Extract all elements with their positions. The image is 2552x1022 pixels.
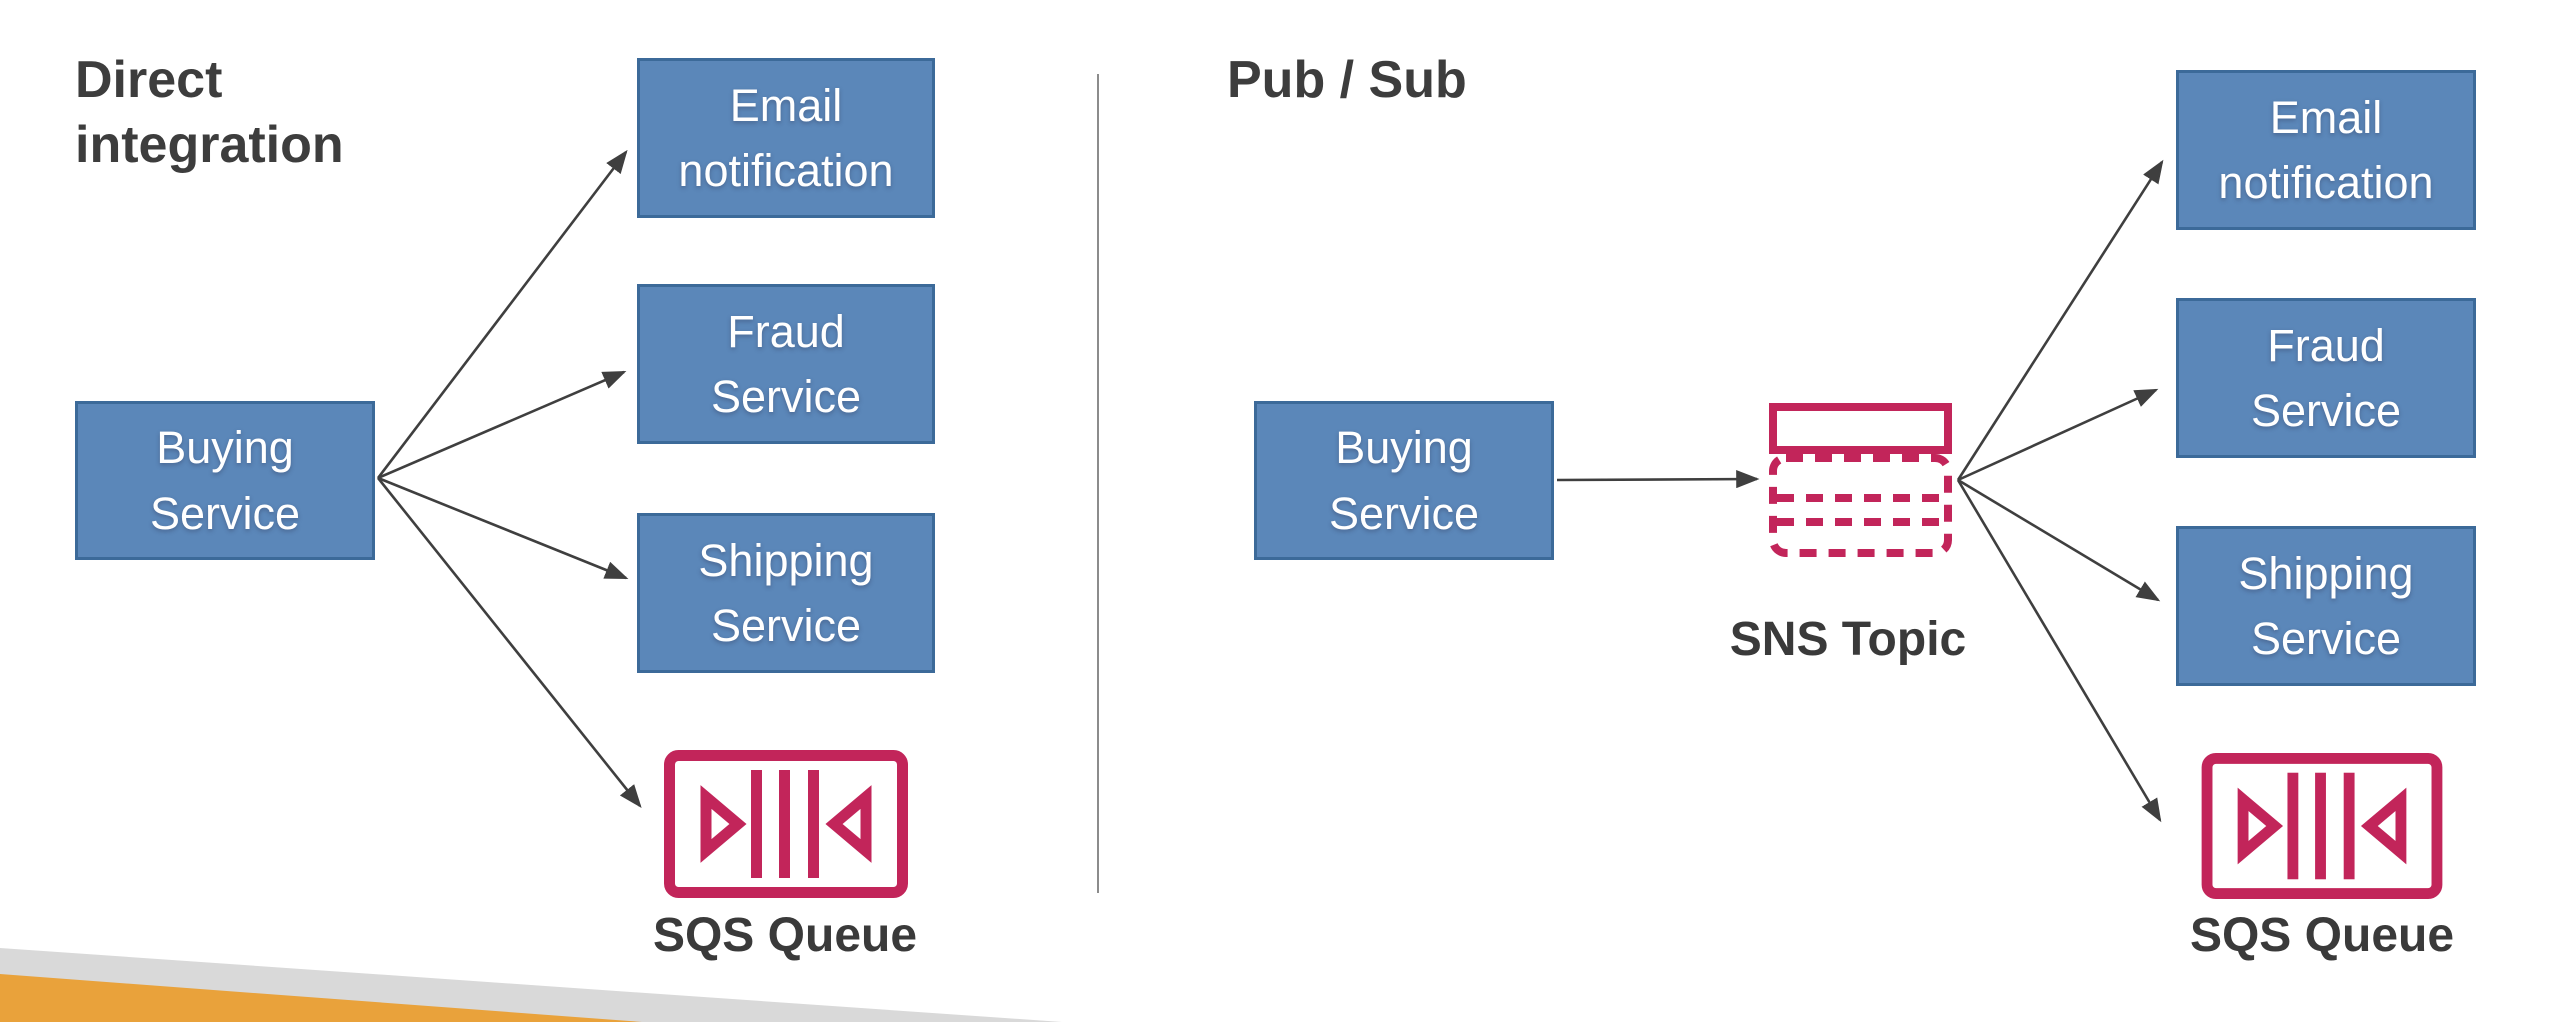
arrow-right-buying-to-sns: [1556, 470, 1760, 489]
shipping-service-box-right: Shipping Service: [2176, 526, 2476, 686]
sqs-queue-label-right: SQS Queue: [2189, 909, 2455, 962]
left-title-line1: Direct: [75, 51, 223, 109]
sns-topic-icon: [1769, 403, 1952, 557]
buying-service-box-right: Buying Service: [1254, 401, 1554, 560]
sqs-queue-label-left: SQS Queue: [652, 909, 918, 962]
divider-line: [1097, 74, 1099, 893]
arrow-sns-to-fraud: [1957, 388, 2159, 482]
email-notification-box-right: Email notification: [2176, 70, 2476, 230]
shipping-service-box-left: Shipping Service: [637, 513, 935, 673]
sqs-queue-icon-right: [2201, 752, 2443, 900]
fraud-service-box-right: Fraud Service: [2176, 298, 2476, 458]
sns-topic-label: SNS Topic: [1729, 613, 1967, 666]
arrow-left-buying-to-shipping: [377, 476, 629, 580]
arrow-sns-to-shipping: [1957, 478, 2161, 602]
buying-service-box-left: Buying Service: [75, 401, 375, 560]
arrow-left-buying-to-email: [376, 149, 628, 479]
arrow-left-buying-to-fraud: [377, 370, 627, 480]
arrow-left-buying-to-sqs: [376, 477, 642, 809]
arrow-sns-to-sqs: [1956, 479, 2162, 823]
left-panel-title: Direct integration: [75, 48, 344, 178]
email-notification-box-left: Email notification: [637, 58, 935, 218]
right-title: Pub / Sub: [1227, 51, 1467, 109]
right-panel-title: Pub / Sub: [1227, 48, 1467, 113]
bottom-stripe-orange: [0, 974, 642, 1022]
sqs-queue-icon-left: [664, 750, 908, 898]
left-title-line2: integration: [75, 116, 344, 174]
arrow-sns-to-email: [1956, 159, 2164, 481]
fraud-service-box-left: Fraud Service: [637, 284, 935, 444]
